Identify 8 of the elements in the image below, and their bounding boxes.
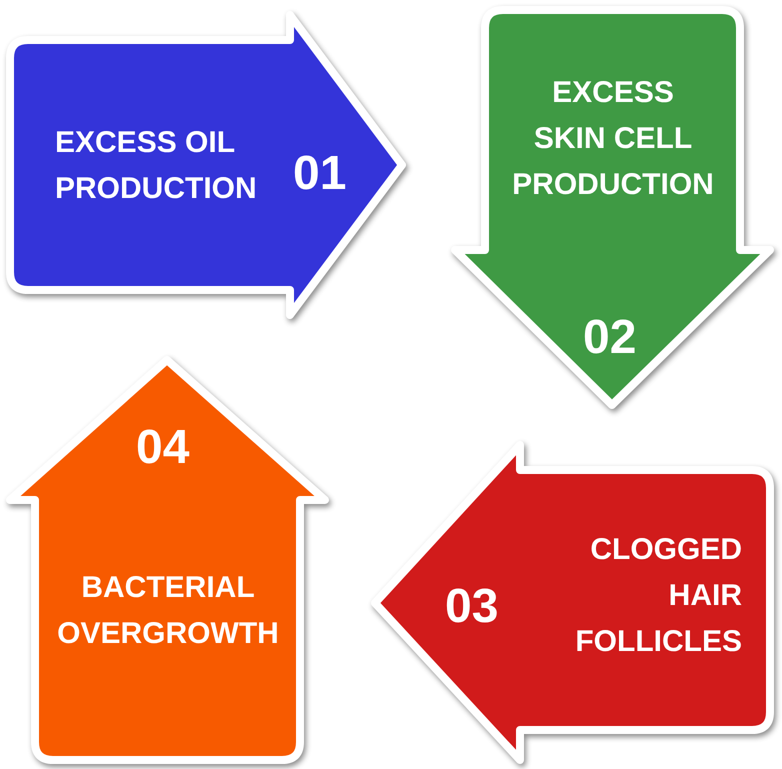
step-number: 04 bbox=[136, 422, 190, 474]
step-number: 01 bbox=[293, 148, 346, 200]
step-number: 03 bbox=[445, 581, 498, 633]
step-number: 02 bbox=[583, 312, 636, 364]
step-label: CLOGGED HAIR FOLLICLES bbox=[575, 532, 742, 660]
step-label: EXCESS OIL PRODUCTION bbox=[55, 125, 258, 207]
step-label: EXCESS SKIN CELL PRODUCTION bbox=[512, 75, 714, 203]
step-label: BACTERIAL OVERGROWTH bbox=[56, 570, 280, 652]
